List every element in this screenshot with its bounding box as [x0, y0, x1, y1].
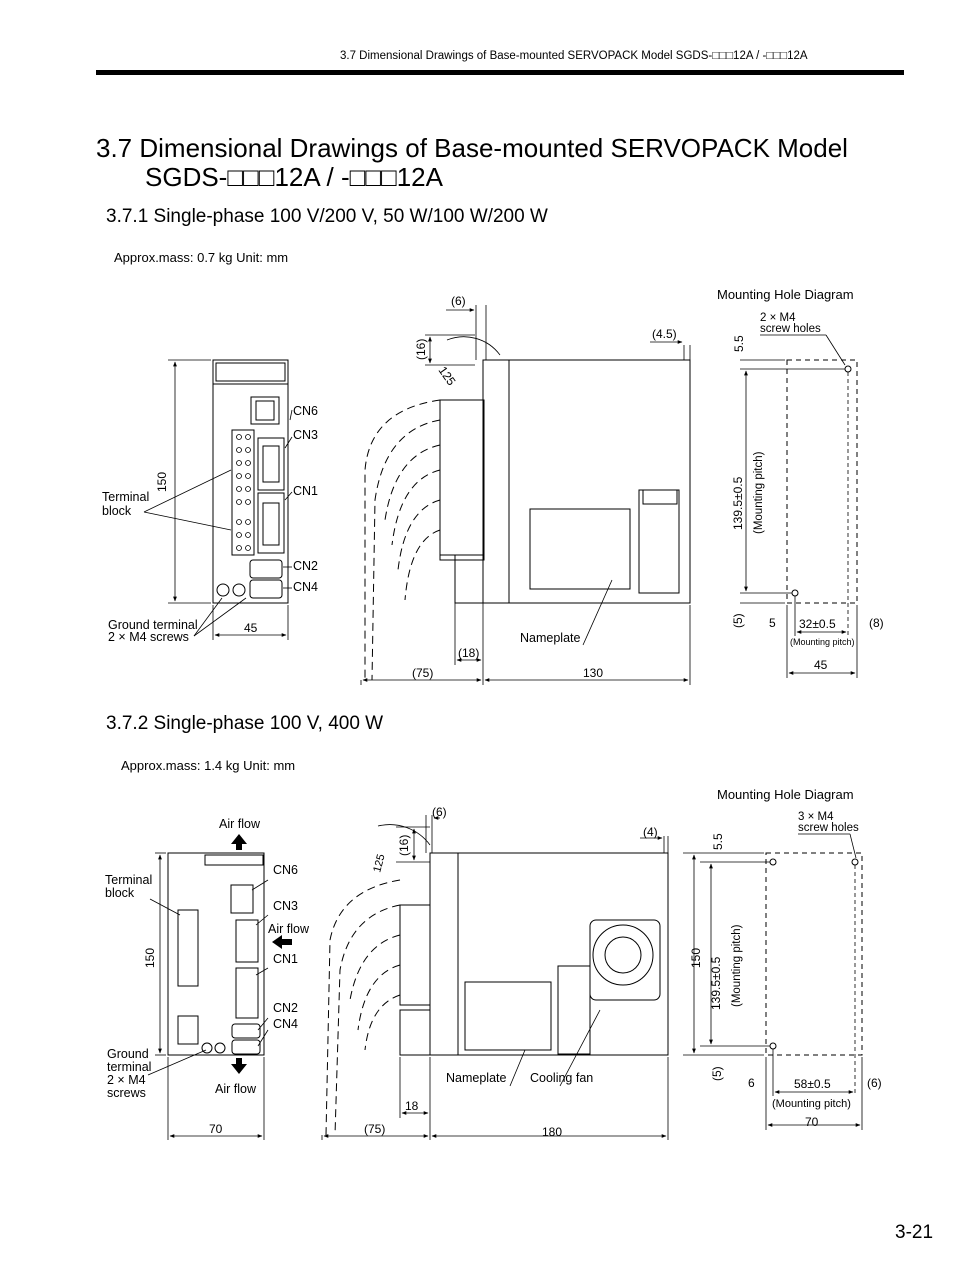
- mass-note-372: Approx.mass: 1.4 kg Unit: mm: [121, 758, 296, 773]
- section-title: 3.7 Dimensional Drawings of Base-mounted…: [96, 133, 848, 163]
- label-cn4-372: CN4: [273, 1017, 298, 1031]
- dim-5p5-372: 5.5: [711, 833, 725, 850]
- labels-372: Air flow Air flow Air flow CN6 CN3 CN1 C…: [105, 787, 882, 1139]
- dim-8-371: (8): [869, 616, 884, 630]
- dim-4-372: (4): [643, 825, 658, 839]
- mass-note-371: Approx.mass: 0.7 kg Unit: mm: [114, 250, 289, 265]
- label-cn1-371: CN1: [293, 484, 318, 498]
- label-mount-pitch-h-371: (Mounting pitch): [790, 637, 855, 647]
- label-terminal-372: Terminal: [105, 873, 152, 887]
- label-cn6-371: CN6: [293, 404, 318, 418]
- dim-75-371: (75): [412, 666, 433, 680]
- label-airflow-mid-372: Air flow: [268, 922, 310, 936]
- dim-45b-371: 45: [814, 658, 828, 672]
- dim-75-372: (75): [364, 1122, 385, 1136]
- mount-hole-371: [740, 334, 858, 678]
- label-nameplate-371: Nameplate: [520, 631, 580, 645]
- label-screw-371: 2 × M4: [760, 312, 796, 324]
- label-block-371: block: [102, 504, 132, 518]
- front-terminal-dots-371: [236, 434, 251, 551]
- dim-5-371: 5: [769, 616, 776, 630]
- label-terminal-371: Terminal: [102, 490, 149, 504]
- dim-r125-372: 125: [371, 853, 387, 874]
- label-mount-pitch-v-372: (Mounting pitch): [731, 924, 743, 1007]
- label-ground-screws-372: screws: [107, 1086, 146, 1100]
- label-cn4-371: CN4: [293, 580, 318, 594]
- dim-16-371: (16): [414, 339, 428, 360]
- label-mount-pitch-v-371: (Mounting pitch): [753, 451, 765, 534]
- side-view-371: [439, 359, 691, 604]
- dim-70-372: 70: [209, 1122, 223, 1136]
- dim-58-372: 58±0.5: [794, 1077, 831, 1091]
- side-cables-372: [325, 879, 401, 1136]
- dim-130-371: 130: [583, 666, 603, 680]
- front-view-372: [167, 852, 265, 1056]
- label-cn2-372: CN2: [273, 1001, 298, 1015]
- mount-hole-372: [700, 833, 863, 1130]
- label-cn6-372: CN6: [273, 863, 298, 877]
- dim-45-371: 45: [244, 621, 258, 635]
- dim-70b-372: 70: [805, 1115, 819, 1129]
- dim-180-372: 180: [542, 1125, 562, 1139]
- dim-6c-372: (6): [867, 1076, 882, 1090]
- label-mhd-372: Mounting Hole Diagram: [717, 787, 854, 802]
- dim-18-371: (18): [458, 646, 479, 660]
- dim-150-372: 150: [143, 948, 157, 968]
- label-cn3-371: CN3: [293, 428, 318, 442]
- airflow-arrows-372: [231, 834, 292, 1074]
- dim-6-371: (6): [451, 294, 466, 308]
- section-title-line2: SGDS-□□□12A / -□□□12A: [145, 162, 443, 192]
- dim-6-372: (6): [432, 805, 447, 819]
- dim-16-372: (16): [397, 835, 411, 856]
- subsection-title-372: 3.7.2 Single-phase 100 V, 400 W: [106, 713, 384, 734]
- page-number: 3-21: [895, 1222, 934, 1243]
- label-ground-371: Ground terminal: [108, 618, 198, 632]
- label-screw-372: 3 × M4: [798, 811, 834, 823]
- dim-5v-372: (5): [710, 1066, 724, 1081]
- front-view-371: [212, 359, 289, 604]
- label-cn2-371: CN2: [293, 559, 318, 573]
- label-airflow-top-372: Air flow: [219, 817, 261, 831]
- label-cn3-372: CN3: [273, 899, 298, 913]
- dim-18-372: 18: [405, 1099, 419, 1113]
- dim-4p5-371: (4.5): [652, 327, 677, 341]
- side-cables-371: [364, 399, 441, 681]
- subsection-title-371: 3.7.1 Single-phase 100 V/200 V, 50 W/100…: [106, 206, 548, 227]
- dim-150-371: 150: [155, 472, 169, 492]
- label-ground-m4-372: 2 × M4: [107, 1073, 146, 1087]
- label-mount-pitch-h-372: (Mounting pitch): [772, 1098, 851, 1110]
- side-view-372: [399, 852, 669, 1056]
- dim-6b-372: 6: [748, 1076, 755, 1090]
- dim-32-371: 32±0.5: [799, 617, 836, 631]
- label-screw-holes-372: screw holes: [798, 822, 859, 834]
- dim-5v-371: (5): [731, 613, 745, 628]
- header-rule: [96, 70, 904, 75]
- label-screw-holes-371: screw holes: [760, 323, 821, 335]
- dim-1395-372: 139.5±0.5: [709, 956, 723, 1010]
- label-coolingfan-372: Cooling fan: [530, 1071, 593, 1085]
- label-nameplate-372: Nameplate: [446, 1071, 506, 1085]
- label-block-372: block: [105, 886, 135, 900]
- label-mhd-371: Mounting Hole Diagram: [717, 287, 854, 302]
- dim-150b-372: 150: [689, 948, 703, 968]
- label-cn1-372: CN1: [273, 952, 298, 966]
- dim-r125-371: 125: [436, 364, 459, 389]
- label-airflow-bot-372: Air flow: [215, 1082, 257, 1096]
- dim-1395-371: 139.5±0.5: [731, 476, 745, 530]
- label-ground-terminal-372: terminal: [107, 1060, 151, 1074]
- label-ground-372: Ground: [107, 1047, 149, 1061]
- label-ground-screws-371: 2 × M4 screws: [108, 630, 189, 644]
- dim-5p5-371: 5.5: [732, 335, 746, 352]
- running-header: 3.7 Dimensional Drawings of Base-mounted…: [340, 50, 808, 62]
- labels-371: CN6 CN3 CN1 CN2 CN4 Terminal block Groun…: [102, 287, 884, 680]
